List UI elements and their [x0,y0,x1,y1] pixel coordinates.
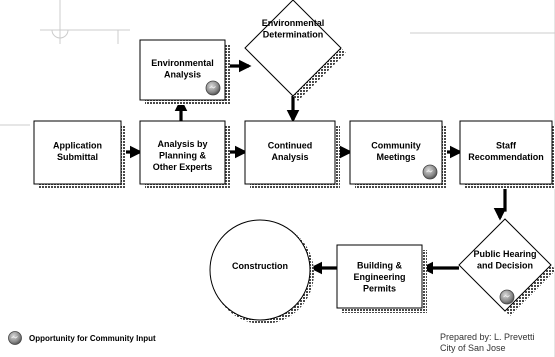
legend: Opportunity for Community Input [8,331,156,345]
node-diamond [458,218,552,312]
community-input-icon [205,80,221,96]
node-label: Meetings [376,152,415,162]
node-public-hearing: Public Hearing and Decision [458,218,555,316]
node-label: Public Hearing [473,249,536,259]
node-layer: ApplicationSubmittalEnvironmentalAnalysi… [33,0,555,324]
node-analysis-experts: Analysis by Planning &Other Experts [139,120,230,189]
node-label: Other Experts [153,162,213,172]
node-label: Engineering [353,272,405,282]
node-label: Recommendation [468,152,544,162]
node-diamond [244,0,342,97]
node-box [139,120,226,185]
node-label: Planning & [159,151,207,161]
node-label: Community [371,141,421,151]
node-construction: Construction [209,219,314,324]
node-label: Staff [496,141,517,151]
node-label: Submittal [57,152,98,162]
node-label: Building & [357,261,402,271]
node-label: Environmental [262,18,325,28]
legend-label: Opportunity for Community Input [29,334,156,343]
node-circle [209,219,311,321]
node-label: Environmental [151,58,214,68]
connector-staff-to-public-hearing [493,184,507,221]
node-label: Analysis [271,152,308,162]
community-input-icon [499,289,515,305]
node-label: Permits [363,284,396,294]
node-box [459,120,553,185]
node-label: Application [53,141,102,151]
node-label: Continued [268,141,313,151]
node-label: and Decision [477,261,533,271]
node-box [244,120,336,185]
community-input-icon [422,164,438,180]
node-label: Construction [232,261,288,271]
node-label: Determination [263,30,324,40]
node-label: Analysis [164,70,201,80]
credit-block: Prepared by: L. Prevetti City of San Jos… [440,332,535,353]
credit-line-1: Prepared by: L. Prevetti [440,332,535,342]
credit-line-2: City of San Jose [440,343,506,353]
node-box [336,244,423,309]
node-label: Analysis by [157,139,207,149]
node-box [33,120,122,185]
